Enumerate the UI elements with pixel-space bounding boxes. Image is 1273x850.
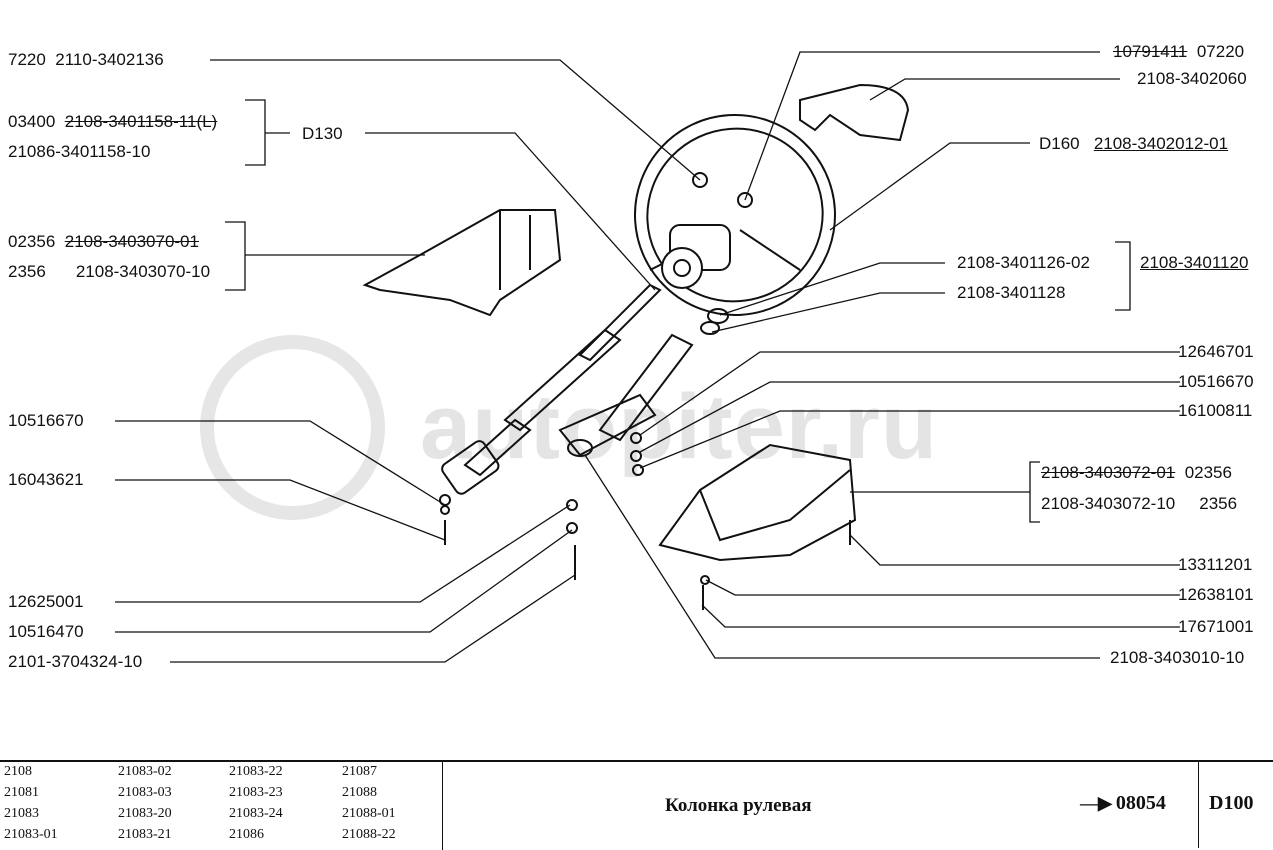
- model: 21083-03: [118, 785, 172, 800]
- part-label: 10516670: [8, 411, 84, 430]
- model: 21083-01: [4, 827, 58, 842]
- part-label: D160 2108-3402012-01: [1039, 134, 1229, 153]
- part-label: 2108-3401120: [1140, 253, 1249, 272]
- diagram-title: Колонка рулевая: [665, 795, 812, 816]
- upper-shroud: [362, 209, 562, 317]
- part-label: 7220 2110-3402136: [8, 50, 164, 69]
- part-label: 13311201: [1178, 555, 1253, 574]
- model: 21088-01: [342, 806, 396, 821]
- part-label: 17671001: [1178, 617, 1254, 636]
- part-label: 2108-3401128: [957, 283, 1066, 302]
- leader-lines: [115, 51, 1180, 663]
- model: 21088: [342, 785, 377, 800]
- steering-shaft: [439, 283, 662, 545]
- model: 21083-24: [229, 806, 283, 821]
- part-label: 12638101: [1178, 585, 1254, 604]
- title-block: 2108 21083-02 21083-22 21087 21081 21083…: [0, 760, 1273, 850]
- part-label: 12646701: [1178, 342, 1254, 361]
- model: 21083-22: [229, 764, 283, 779]
- model: 21087: [342, 764, 377, 779]
- steering-wheel: [634, 114, 836, 316]
- part-label: 03400 2108-3401158-11(L): [8, 112, 218, 131]
- reference-link[interactable]: —▶08054: [1080, 792, 1166, 814]
- part-label: 16043621: [8, 470, 84, 489]
- bearings: [630, 308, 729, 476]
- lower-shroud: [658, 443, 857, 610]
- part-label: 10516670: [1178, 372, 1254, 391]
- model: 21081: [4, 785, 39, 800]
- part-label: 21086-3401158-10: [8, 142, 151, 161]
- steering-column-diagram: [115, 51, 1180, 663]
- part-label: 2108-3401126-02: [957, 253, 1090, 272]
- part-label: 2101-3704324-10: [8, 652, 143, 671]
- model: 21088-22: [342, 827, 396, 842]
- model: 2108: [4, 764, 32, 779]
- model: 21083-23: [229, 785, 283, 800]
- page-code: D100: [1198, 762, 1273, 848]
- part-label: 2108-3402060: [1137, 69, 1247, 88]
- model: 21083-21: [118, 827, 172, 842]
- column-tube: [558, 333, 694, 580]
- model: 21083-02: [118, 764, 172, 779]
- model: 21083-20: [118, 806, 172, 821]
- part-label: 10516470: [8, 622, 84, 641]
- part-label: 10791411 07220: [1113, 42, 1245, 61]
- horn-cover: [799, 83, 910, 142]
- part-label: 2108-3403072-01 02356: [1041, 463, 1232, 482]
- model: 21086: [229, 827, 264, 842]
- model: 21083: [4, 806, 39, 821]
- part-label: 16100811: [1178, 401, 1253, 420]
- part-label: 02356 2108-3403070-01: [8, 232, 199, 251]
- model-list: 2108 21083-02 21083-22 21087 21081 21083…: [0, 762, 443, 850]
- part-label: D130: [302, 124, 343, 143]
- arrow-right-icon: —▶: [1080, 793, 1112, 813]
- part-label: 2108-3403010-10: [1110, 648, 1245, 667]
- part-label: 12625001: [8, 592, 84, 611]
